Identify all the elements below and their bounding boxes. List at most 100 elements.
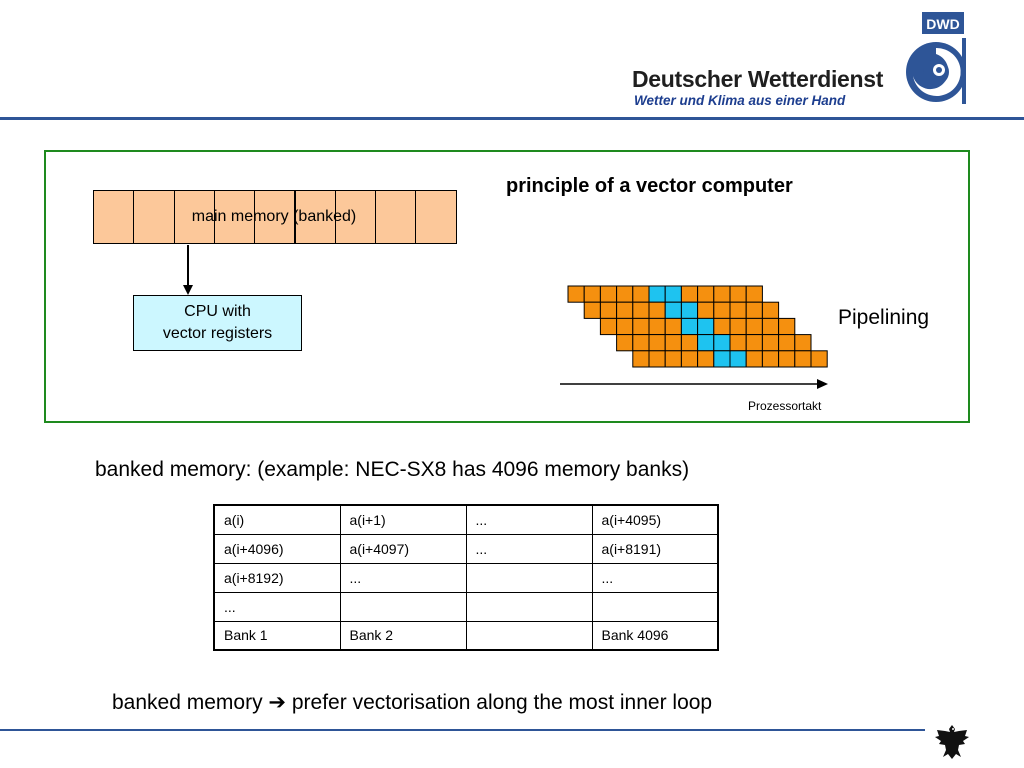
pipeline-cell [616,285,634,303]
memory-bank-cell [415,190,457,244]
table-cell: ... [465,504,593,535]
table-row: a(i+4096) a(i+4097) ... a(i+8191) [213,533,719,564]
pipeline-cell-active [680,301,699,319]
pipeline-cell-active [697,334,715,352]
header-rule [0,117,1024,120]
pipeline-cell [761,334,780,352]
pipeline-cell [745,317,763,336]
cpu-line-1: CPU with [184,303,251,320]
pipeline-cell [729,317,747,336]
pipeline-cell [729,301,747,319]
pipeline-cell-active [664,301,682,319]
pipeline-cell-active [713,334,731,352]
pipeline-cell [632,285,650,303]
bank-table: a(i) a(i+1) ... a(i+4095) a(i+4096) a(i+… [213,504,719,651]
pipeline-cell [745,334,763,352]
pipeline-cell-active [729,350,747,368]
pipeline-cell [664,334,682,352]
conclusion-left: banked memory [112,691,263,714]
pipeline-cell [761,301,780,319]
table-cell: ... [213,591,341,622]
pipeline-cell [616,317,634,336]
banked-memory-example: banked memory: (example: NEC-SX8 has 409… [95,458,690,481]
cpu-box: CPU with vector registers [133,295,302,351]
pipeline-cell [616,301,634,319]
pipeline-cell [794,350,812,368]
federal-eagle-icon [935,725,969,759]
pipeline-cell [632,301,650,319]
memory-bank-cell [294,190,336,244]
pipeline-cell [697,301,715,319]
table-cell: a(i+8191) [591,533,719,564]
pipeline-cell [713,317,731,336]
pipeline-cell [745,301,763,319]
table-cell: Bank 2 [339,620,467,651]
pipeline-cell [599,285,618,303]
pipeline-cell [778,350,796,368]
footer-rule [0,729,925,731]
cpu-line-2: vector registers [162,325,273,342]
pipeline-cell [761,317,780,336]
pipeline-cell [794,334,812,352]
pipeline-cell [713,285,731,303]
pipeline-cell [680,334,699,352]
conclusion-right: prefer vectorisation along the most inne… [291,691,713,714]
pipeline-cell-active [664,285,682,303]
diagram-frame [44,150,970,423]
memory-bank-cell [133,190,175,244]
brand-name: Deutscher Wetterdienst [632,66,884,92]
table-cell [465,562,593,593]
pipeline-cell [729,285,747,303]
table-cell: a(i+4097) [339,533,467,564]
table-row: a(i) a(i+1) ... a(i+4095) [213,504,719,535]
table-row: Bank 1 Bank 2 Bank 4096 [213,620,719,651]
table-cell: a(i+4095) [591,504,719,535]
pipeline-cell [632,334,650,352]
pipeline-cell [745,350,763,368]
table-cell: a(i+8192) [213,562,341,593]
pipeline-cell [697,285,715,303]
pipeline-cell [761,350,780,368]
conclusion-text: banked memory ➔ prefer vectorisation alo… [112,690,712,715]
pipeline-cell [680,285,699,303]
memory-bank-cell [375,190,417,244]
right-arrow-icon: ➔ [268,691,287,714]
table-cell [465,620,593,651]
pipeline-cell [697,350,715,368]
table-cell: ... [591,562,719,593]
table-row: ... [213,591,719,622]
pipeline-grid [560,285,828,389]
table-cell: Bank 1 [213,620,341,651]
pipeline-cell [745,285,763,303]
diagram-title: principle of a vector computer [506,175,793,197]
pipeline-cell-active [680,317,699,336]
pipeline-cell-active [697,317,715,336]
pipeline-cell [583,285,601,303]
pipeline-cell [664,317,682,336]
pipeline-cell [616,334,634,352]
pipeline-cell [778,334,796,352]
table-cell: a(i+1) [339,504,467,535]
brand-tagline: Wetter und Klima aus einer Hand [634,93,846,108]
pipeline-cell [680,350,699,368]
table-cell: ... [339,562,467,593]
table-cell: a(i) [213,504,341,535]
pipeline-cell [778,317,796,336]
table-cell: ... [465,533,593,564]
table-cell: a(i+4096) [213,533,341,564]
logo-text: DWD [926,16,959,32]
pipeline-cell-active [713,350,731,368]
pipeline-cell [664,350,682,368]
pipeline-cell-active [648,285,666,303]
table-cell: Bank 4096 [591,620,719,651]
axis-arrow-icon [817,379,828,389]
pipeline-cell [648,301,666,319]
pipeline-cell [599,317,618,336]
memory-to-cpu-arrow [187,245,189,287]
pipeline-cell [810,350,828,368]
pipeline-cell [648,350,666,368]
memory-bank-cell [93,190,135,244]
table-row: a(i+8192) ... ... [213,562,719,593]
pipeline-cell [648,334,666,352]
pipeline-cell [729,334,747,352]
